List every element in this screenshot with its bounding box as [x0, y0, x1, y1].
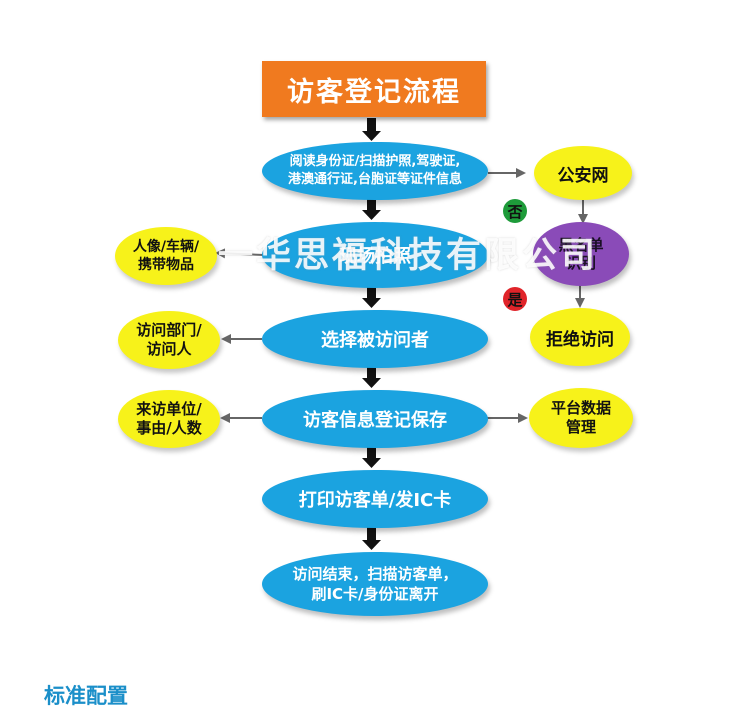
node-reject: 拒绝访问: [530, 308, 630, 366]
step-print-card-label: 打印访客单/发IC卡: [298, 490, 452, 511]
step-read-id-line-1: 阅读身份证/扫描护照,驾驶证,: [289, 154, 461, 169]
step-save-info: 访客信息登记保存: [262, 390, 488, 448]
node-blacklist-line-1: 黑名单: [558, 236, 604, 254]
node-unit-line-1: 来访单位/: [136, 400, 202, 418]
step-print-card: 打印访客单/发IC卡: [262, 470, 488, 528]
step-leave-line-2: 刷IC卡/身份证离开: [311, 585, 439, 603]
step-photo: 现场拍照: [262, 222, 488, 288]
arrow-print-to-leave: [362, 527, 381, 550]
arrow-save-to-print: [362, 447, 381, 468]
node-reject-label: 拒绝访问: [546, 329, 614, 350]
node-platform-line-2: 管理: [565, 418, 596, 436]
side-flow-arrows: [215, 168, 588, 423]
node-unit: 来访单位/ 事由/人数: [118, 390, 220, 448]
watermark-text: 一华思福科技有限公司: [218, 236, 599, 276]
node-portrait-line-1: 人像/车辆/: [132, 239, 200, 255]
badge-yes: 是: [503, 287, 527, 311]
badge-no-label: 否: [507, 202, 523, 221]
node-department-line-1: 访问部门/: [136, 321, 202, 339]
badge-no: 否: [503, 199, 527, 223]
arrow-title-to-read: [362, 118, 381, 141]
arrow-read-to-photo: [362, 199, 381, 220]
node-department: 访问部门/ 访问人: [118, 311, 220, 369]
arrow-photo-to-select: [362, 287, 381, 308]
step-save-info-label: 访客信息登记保存: [303, 410, 447, 431]
node-platform-line-1: 平台数据: [550, 399, 611, 417]
arrow-photo-to-portrait: [215, 248, 265, 259]
node-portrait-line-2: 携带物品: [138, 257, 194, 273]
step-leave: 访问结束，扫描访客单， 刷IC卡/身份证离开: [262, 552, 488, 616]
node-portrait: 人像/车辆/ 携带物品: [115, 227, 217, 285]
step-select-host: 选择被访问者: [262, 310, 488, 368]
node-unit-line-2: 事由/人数: [136, 419, 202, 437]
flow-title: 访客登记流程: [262, 61, 486, 117]
node-police-net-label: 公安网: [557, 165, 609, 186]
step-leave-line-1: 访问结束，扫描访客单，: [292, 565, 458, 583]
footer-heading: 标准配置: [44, 684, 128, 708]
node-platform: 平台数据 管理: [529, 388, 633, 448]
step-select-host-label: 选择被访问者: [321, 330, 429, 351]
badge-yes-label: 是: [507, 290, 523, 309]
node-blacklist: 黑名单 识别: [533, 222, 629, 286]
main-flow-arrows: [362, 118, 381, 550]
node-police-net: 公安网: [534, 146, 632, 200]
node-blacklist-line-2: 识别: [565, 254, 596, 272]
node-department-line-2: 访问人: [146, 340, 192, 358]
step-photo-label: 现场拍照: [339, 246, 411, 267]
step-read-id: 阅读身份证/扫描护照,驾驶证, 港澳通行证,台胞证等证件信息: [262, 142, 488, 200]
step-read-id-line-2: 港澳通行证,台胞证等证件信息: [288, 172, 462, 187]
arrow-select-to-save: [362, 367, 381, 388]
